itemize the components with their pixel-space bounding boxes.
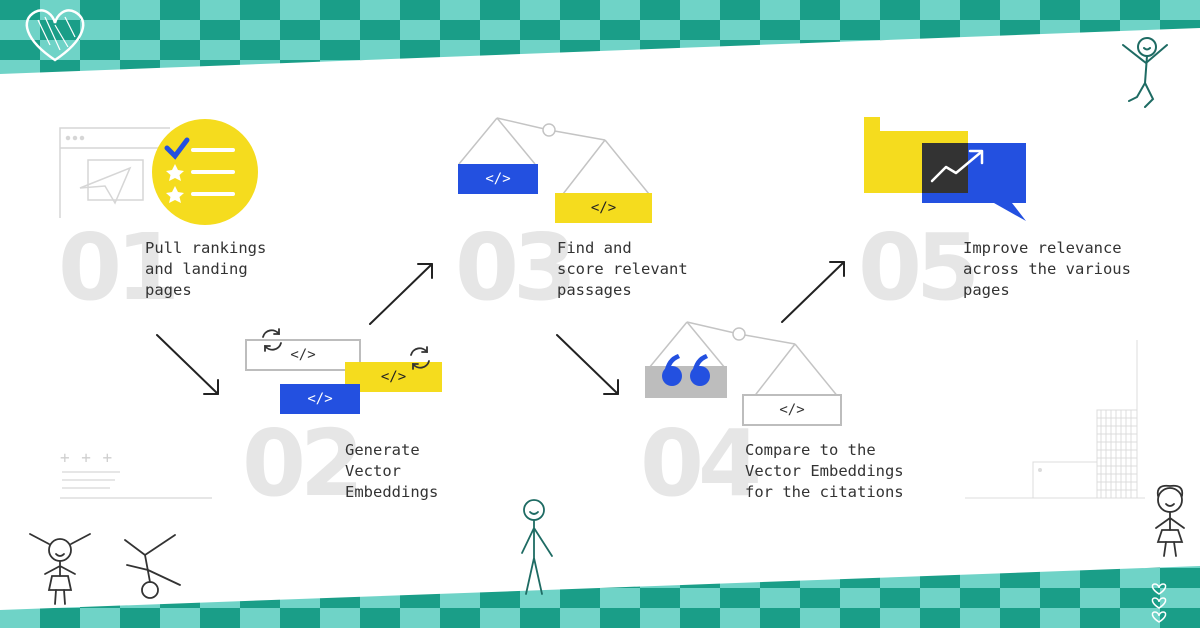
step-number: 03 xyxy=(455,214,577,321)
standing-figure-doodle-icon xyxy=(521,499,553,595)
arrow-up-right-icon xyxy=(781,261,845,323)
small-hearts-doodle-icon xyxy=(1151,583,1167,623)
top-checkered-band xyxy=(0,0,1200,74)
plus-row-decor: + + + xyxy=(60,448,114,467)
step-number: 04 xyxy=(640,410,762,517)
step-description: Improve relevance across the various pag… xyxy=(963,239,1131,299)
arrow-down-right-icon xyxy=(556,334,619,395)
quote-mark-icon xyxy=(662,354,710,386)
refresh-icon xyxy=(410,346,430,370)
chat-growth-icon xyxy=(864,117,1026,221)
quote-block xyxy=(645,366,727,398)
code-tag-outline: </> xyxy=(742,394,842,426)
code-tag-blue: </> xyxy=(280,384,360,414)
girl-doodle-icon xyxy=(29,533,91,605)
jumping-figure-doodle-icon xyxy=(1122,37,1168,108)
step-description: Pull rankings and landing pages xyxy=(145,239,267,299)
code-tag-blue: </> xyxy=(458,164,538,194)
arrow-down-right-icon xyxy=(156,334,219,395)
refresh-icon xyxy=(262,328,282,352)
browser-window-sketch xyxy=(59,127,170,218)
building-grid-decor xyxy=(965,340,1145,499)
step-number: 01 xyxy=(58,214,180,321)
step-description: Compare to the Vector Embeddings for the… xyxy=(745,441,904,501)
step-description: Find and score relevant passages xyxy=(557,239,688,299)
rankings-checklist-icon xyxy=(152,119,258,225)
step-number: 05 xyxy=(858,214,980,321)
arrow-up-right-icon xyxy=(369,263,433,325)
scale-icon xyxy=(458,117,650,195)
code-tag-yellow: </> xyxy=(555,193,652,223)
code-tag-outline: </> xyxy=(245,339,361,371)
step-number: 02 xyxy=(242,410,364,517)
heart-doodle-icon xyxy=(25,9,85,62)
cartwheel-doodle-icon xyxy=(124,534,181,599)
girl-right-doodle-icon xyxy=(1155,484,1185,557)
bottom-checkered-band xyxy=(0,566,1200,628)
text-lines-decor xyxy=(60,471,212,499)
quote-scale-icon xyxy=(648,321,840,399)
step-description: Generate Vector Embeddings xyxy=(345,441,439,501)
